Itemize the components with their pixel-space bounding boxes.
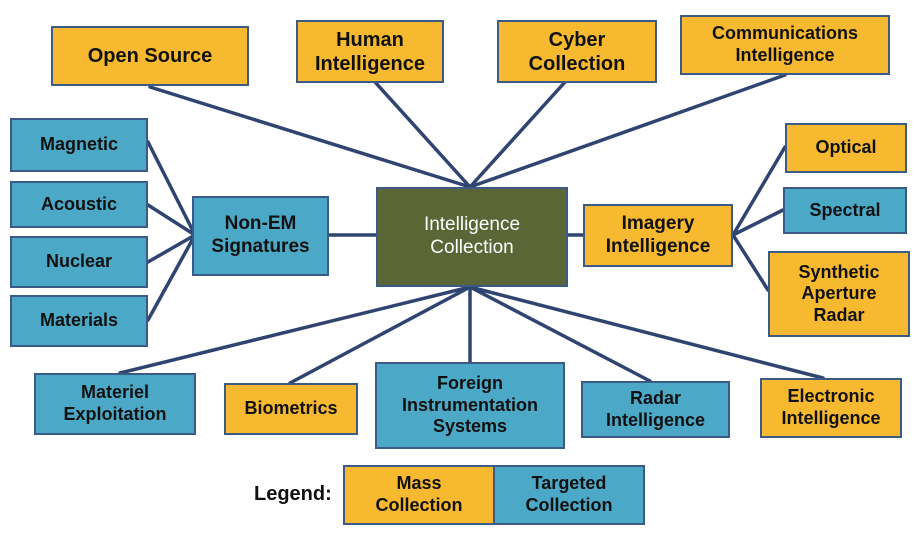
center-node: Intelligence Collection xyxy=(376,187,568,287)
foreign-instrumentation-node: Foreign Instrumentation Systems xyxy=(375,362,565,449)
cyber-collection-node: Cyber Collection xyxy=(497,20,657,83)
open-source-node: Open Source xyxy=(51,26,249,86)
connector-line xyxy=(468,80,567,189)
connector-line xyxy=(288,285,472,385)
connector-line xyxy=(146,140,197,237)
communications-intelligence-node: Communications Intelligence xyxy=(680,15,890,75)
non-em-signatures-node: Non-EM Signatures xyxy=(192,196,329,276)
connector-line xyxy=(146,233,197,322)
connector-line xyxy=(118,285,472,375)
electronic-intelligence-node: Electronic Intelligence xyxy=(760,378,902,438)
connector-line xyxy=(146,203,197,237)
optical-node: Optical xyxy=(785,123,907,173)
connector-line xyxy=(146,233,197,264)
legend-mass-collection: Mass Collection xyxy=(343,465,495,525)
magnetic-node: Magnetic xyxy=(10,118,148,172)
radar-intelligence-node: Radar Intelligence xyxy=(581,381,730,438)
connector-line xyxy=(373,80,472,189)
biometrics-node: Biometrics xyxy=(224,383,358,435)
legend-targeted-collection: Targeted Collection xyxy=(493,465,645,525)
connector-line xyxy=(148,85,472,189)
connector-line xyxy=(731,145,787,237)
materials-node: Materials xyxy=(10,295,148,347)
materiel-exploitation-node: Materiel Exploitation xyxy=(34,373,196,435)
synthetic-aperture-radar-node: Synthetic Aperture Radar xyxy=(768,251,910,337)
acoustic-node: Acoustic xyxy=(10,181,148,228)
human-intelligence-node: Human Intelligence xyxy=(296,20,444,83)
nuclear-node: Nuclear xyxy=(10,236,148,288)
connector-line xyxy=(468,285,825,380)
spectral-node: Spectral xyxy=(783,187,907,234)
connector-line xyxy=(468,285,652,383)
legend-title: Legend: xyxy=(254,483,332,505)
connector-line xyxy=(468,73,787,189)
imagery-intelligence-node: Imagery Intelligence xyxy=(583,204,733,267)
connector-line xyxy=(731,233,770,292)
connector-line xyxy=(731,208,785,237)
